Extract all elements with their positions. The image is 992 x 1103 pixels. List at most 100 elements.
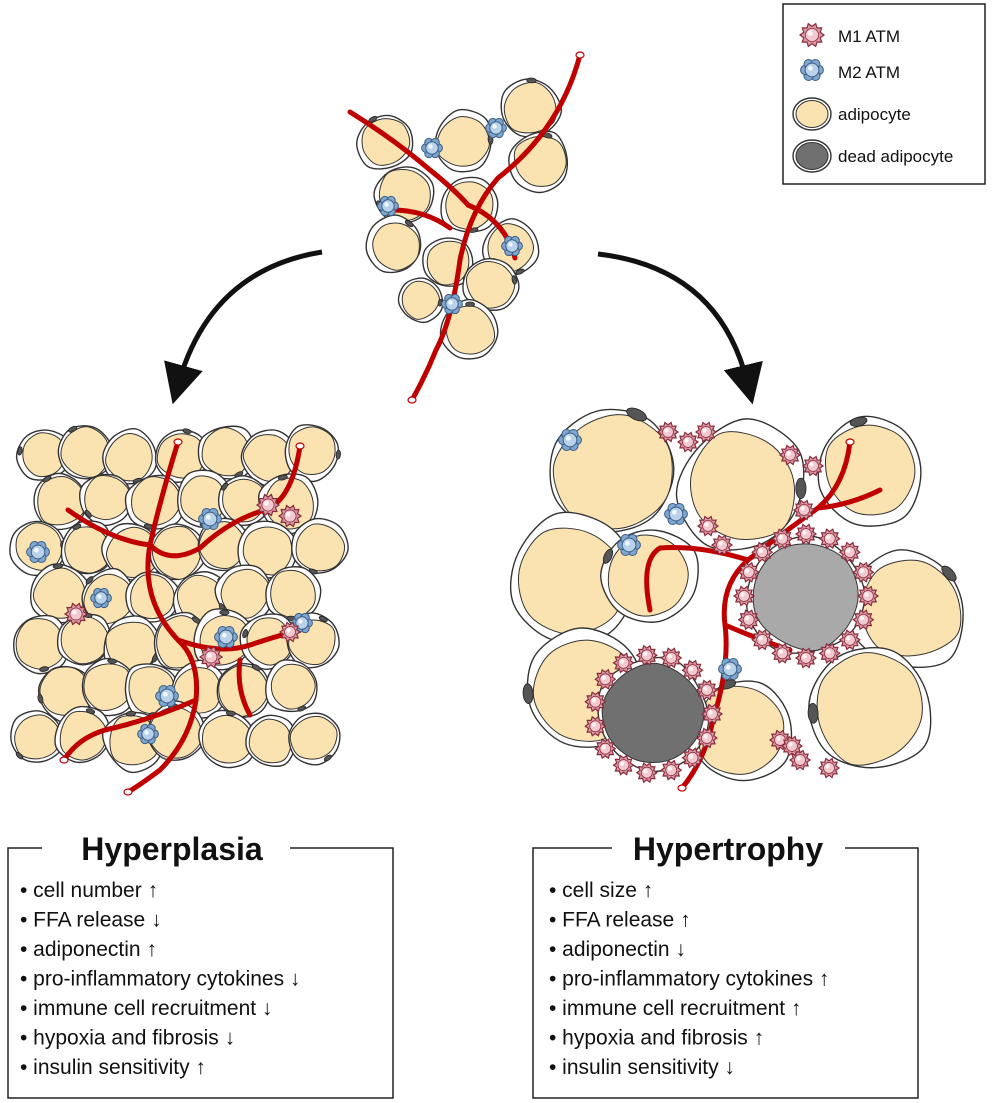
m1-atm — [838, 629, 861, 651]
m1-atm — [676, 431, 700, 453]
vessel-opening — [845, 438, 855, 446]
list-item: • pro-inflammatory cytokines ↑ — [549, 968, 829, 991]
list-item: • adiponectin ↓ — [549, 938, 686, 961]
adipocyte — [198, 709, 257, 769]
dead-adipocyte-icon — [792, 139, 832, 173]
m1-atm — [681, 747, 704, 769]
dead-adipocyte — [597, 656, 710, 773]
m1-atm — [798, 22, 826, 48]
legend: M1 ATM M2 ATM adipocyte dead adipocyte — [782, 3, 986, 185]
hypertrophy-panel-frame — [532, 847, 919, 1099]
m1-atm — [778, 444, 802, 466]
adipocyte — [291, 517, 349, 575]
m1-atm — [801, 455, 825, 477]
m1-atm — [700, 703, 724, 725]
adipocyte — [240, 429, 298, 488]
m1-atm — [737, 609, 760, 631]
legend-label-m2-atm: M2 ATM — [838, 63, 900, 82]
m1-atm — [792, 499, 816, 521]
dead-adipocyte — [745, 535, 866, 654]
list-item: • adiponectin ↑ — [20, 938, 157, 961]
m1-atm — [780, 735, 804, 757]
vessel-opening — [677, 784, 687, 792]
m1-atm — [737, 561, 760, 583]
hyperplasia-panel: Hyperplasia • cell number ↑• FFA release… — [7, 831, 394, 1099]
legend-label-adipocyte: adipocyte — [838, 105, 911, 124]
m1-atm — [856, 585, 880, 607]
adipocyte — [13, 614, 70, 675]
list-item: • FFA release ↑ — [549, 909, 691, 932]
m1-atm — [732, 585, 756, 607]
hypertrophy-list: • cell size ↑ • FFA release ↑ • adiponecti… — [549, 879, 829, 1079]
m1-atm — [198, 645, 224, 669]
blood-vessel — [125, 439, 200, 795]
adipocyte — [848, 549, 964, 668]
m1-atm — [818, 642, 841, 664]
vessel-opening — [295, 442, 305, 450]
m2-atm — [800, 58, 824, 82]
blood-vessel — [65, 507, 153, 548]
m1-atm — [695, 727, 718, 749]
m2-atm-icon — [800, 58, 824, 82]
m1-atm — [584, 691, 607, 713]
adipocyte — [102, 428, 158, 485]
adipocyte — [214, 564, 273, 623]
m1-atm-icon — [798, 22, 826, 48]
m1-atm — [660, 759, 683, 781]
m2-atm — [198, 507, 222, 531]
hyperplasia-list: • cell number ↑ • FFA release ↓ • adiponec… — [20, 879, 300, 1079]
adipocyte — [265, 659, 318, 713]
m1-atm — [656, 421, 680, 443]
m1-atm — [751, 629, 774, 651]
adipocyte — [79, 473, 133, 527]
blood-vessel — [389, 207, 453, 231]
adipocyte — [149, 523, 208, 581]
adipocyte — [509, 511, 637, 644]
adipocyte — [124, 474, 185, 530]
arrow-to-hypertrophy — [597, 251, 763, 405]
list-item: • cell number ↑ — [20, 879, 158, 902]
adipocyte — [500, 77, 563, 138]
m1-atm — [771, 642, 794, 664]
m1-atm — [817, 757, 841, 779]
m2-atm — [137, 723, 159, 745]
adipocyte — [807, 647, 932, 769]
arrow-to-hyperplasia — [164, 249, 323, 405]
m2-atm — [90, 587, 112, 609]
adipocyte — [817, 415, 922, 527]
list-item: • immune cell recruitment ↑ — [549, 997, 801, 1020]
m2-atm — [441, 293, 463, 315]
adipocyte — [33, 472, 88, 531]
m1-atm — [794, 523, 818, 545]
vessel-opening — [123, 788, 133, 796]
blood-vessel — [815, 487, 883, 511]
blood-vessel — [347, 109, 471, 208]
list-item: • hypoxia and fibrosis ↑ — [549, 1027, 764, 1050]
m1-atm — [594, 668, 617, 690]
vessel-opening — [407, 396, 417, 404]
m1-atm — [660, 647, 683, 669]
m1-atm — [852, 609, 875, 631]
legend-label-dead-adipocyte: dead adipocyte — [838, 147, 953, 166]
m2-atm — [214, 625, 238, 649]
list-item: • insulin sensitivity ↓ — [549, 1056, 735, 1079]
m2-atm — [558, 428, 582, 452]
adipocyte — [60, 520, 114, 575]
blood-vessel — [236, 657, 253, 718]
m2-atm — [718, 657, 742, 681]
vessel-opening — [59, 756, 69, 764]
adipocyte — [462, 257, 520, 311]
normal-tissue-cluster — [347, 51, 585, 404]
list-item: • immune cell recruitment ↓ — [20, 997, 272, 1020]
hypertrophy-tissue-cluster — [509, 407, 964, 792]
adipocyte — [284, 424, 341, 483]
m1-atm — [751, 541, 774, 563]
hyperplasia-tissue-cluster — [9, 424, 349, 796]
list-item: • FFA release ↓ — [20, 909, 162, 932]
list-item: • insulin sensitivity ↑ — [20, 1056, 206, 1079]
list-item: • cell size ↑ — [549, 879, 653, 902]
m2-atm — [26, 540, 50, 564]
m1-atm — [694, 421, 718, 443]
adipocyte — [81, 657, 139, 717]
